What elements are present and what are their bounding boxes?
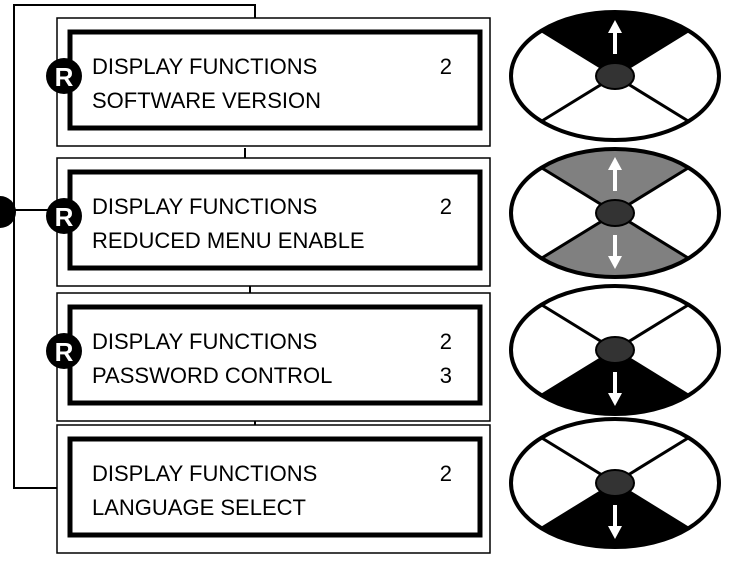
up-arrow-icon: [608, 157, 622, 191]
keypad-outline: [509, 417, 721, 549]
reduced-menu-badge-icon: R: [46, 333, 82, 369]
keypad-1: [509, 10, 721, 142]
center-button[interactable]: [595, 336, 635, 364]
reduced-menu-badge-icon: R: [46, 198, 82, 234]
center-button[interactable]: [595, 199, 635, 227]
keypad-4: [509, 417, 721, 549]
down-arrow-icon: [608, 505, 622, 539]
outer-bracket: [13, 4, 256, 489]
keypad-outline: [509, 147, 721, 279]
keypad-2: [509, 147, 721, 279]
menu-value: 3: [440, 363, 452, 388]
menu-item: REDUCED MENU ENABLE: [92, 228, 365, 253]
down-key[interactable]: [541, 76, 689, 141]
lcd-screen: [67, 169, 483, 271]
reduced-menu-badge-label: R: [55, 337, 74, 367]
center-button[interactable]: [595, 62, 635, 90]
reduced-menu-badge-label: R: [55, 62, 74, 92]
down-arrow-icon: [608, 372, 622, 406]
center-button[interactable]: [595, 469, 635, 497]
partial-node-icon: [0, 196, 16, 228]
menu-level: 2: [440, 461, 452, 486]
menu-title: DISPLAY FUNCTIONS: [92, 194, 317, 219]
keypad-outline: [509, 284, 721, 416]
menu-title: DISPLAY FUNCTIONS: [92, 54, 317, 79]
lcd-screen: [67, 436, 483, 538]
up-key[interactable]: [541, 419, 689, 483]
menu-item: SOFTWARE VERSION: [92, 88, 321, 113]
reduced-menu-badge-label: R: [55, 202, 74, 232]
menu-level: 2: [440, 329, 452, 354]
menu-title: DISPLAY FUNCTIONS: [92, 461, 317, 486]
down-arrow-icon: [608, 235, 622, 269]
menu-level: 2: [440, 54, 452, 79]
menu-level: 2: [440, 194, 452, 219]
lcd-screen: [67, 304, 483, 406]
keypad-3: [509, 284, 721, 416]
up-key[interactable]: [541, 286, 689, 350]
menu-item: PASSWORD CONTROL: [92, 363, 332, 388]
menu-item: LANGUAGE SELECT: [92, 495, 306, 520]
lcd-screen: [67, 29, 483, 131]
up-arrow-icon: [608, 20, 622, 54]
reduced-menu-badge-icon: R: [46, 58, 82, 94]
menu-title: DISPLAY FUNCTIONS: [92, 329, 317, 354]
keypad-outline: [509, 10, 721, 142]
